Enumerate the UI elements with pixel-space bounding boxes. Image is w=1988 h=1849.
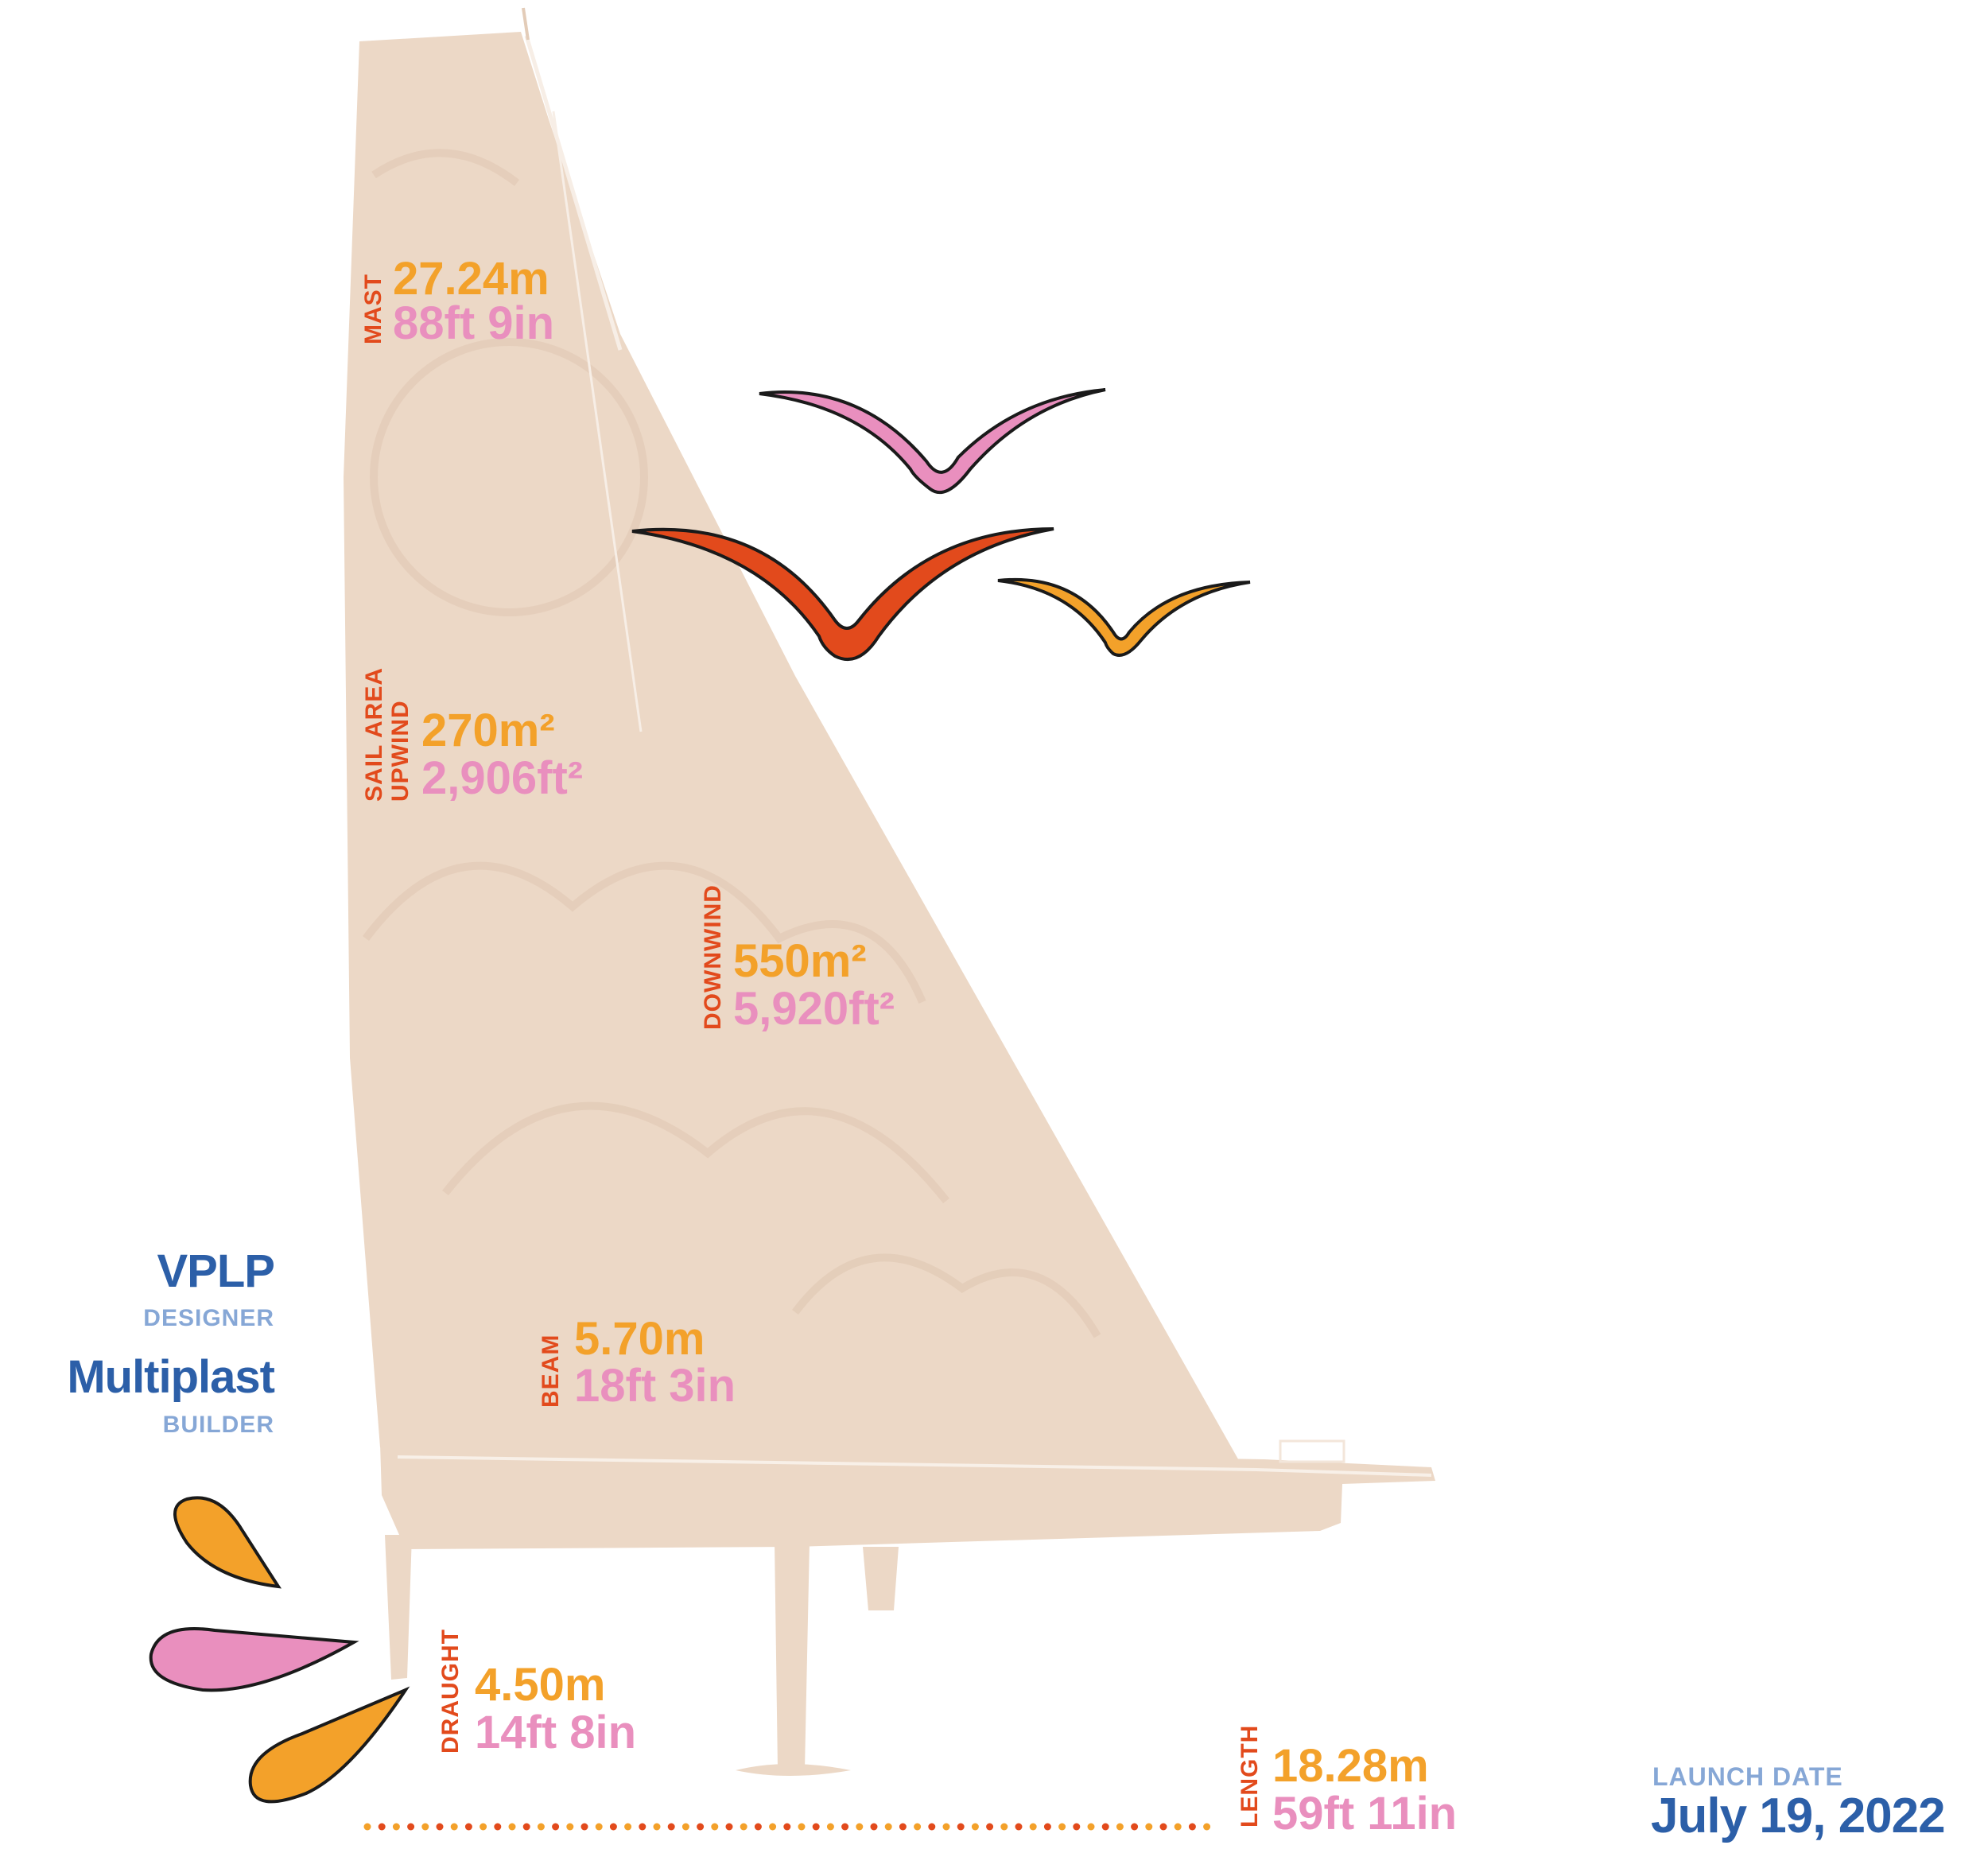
length-dot xyxy=(1174,1823,1182,1831)
length-label: LENGTH xyxy=(1237,1724,1263,1828)
draught-imperial: 14ft 8in xyxy=(475,1707,637,1758)
length-dot xyxy=(667,1823,675,1831)
length-dot xyxy=(971,1823,979,1831)
length-dot xyxy=(1203,1823,1211,1831)
length-imperial: 59ft 11in xyxy=(1272,1788,1458,1839)
length-dot xyxy=(928,1823,936,1831)
length-dot xyxy=(436,1823,444,1831)
launch-date-label: LAUNCH DATE xyxy=(1652,1762,1843,1791)
seagull-icon xyxy=(631,527,1054,661)
length-dot xyxy=(769,1823,777,1831)
length-dot xyxy=(595,1823,603,1831)
draught-label: DRAUGHT xyxy=(437,1629,464,1754)
designer-name: VPLP xyxy=(157,1245,275,1297)
length-dot xyxy=(740,1823,747,1831)
length-dot xyxy=(464,1823,472,1831)
length-dot xyxy=(494,1823,502,1831)
length-dot xyxy=(407,1823,415,1831)
length-dot xyxy=(870,1823,878,1831)
length-dot xyxy=(609,1823,617,1831)
downwind-label: DOWNWIND xyxy=(700,884,726,1030)
length-dot xyxy=(378,1823,386,1831)
length-dot xyxy=(566,1823,574,1831)
length-dot xyxy=(942,1823,950,1831)
length-dot xyxy=(1073,1823,1081,1831)
upwind-imperial: 2,906ft² xyxy=(421,752,584,804)
beam-imperial: 18ft 3in xyxy=(574,1360,736,1412)
length-dot xyxy=(1043,1823,1051,1831)
upwind-label: UPWIND xyxy=(387,700,414,802)
length-dot xyxy=(725,1823,733,1831)
length-dot xyxy=(1029,1823,1037,1831)
designer-role: DESIGNER xyxy=(143,1305,274,1331)
length-dot xyxy=(812,1823,820,1831)
water-drop-icon xyxy=(173,1496,282,1589)
beam-label: BEAM xyxy=(538,1334,564,1408)
rudder-shape xyxy=(385,1535,412,1680)
length-dot xyxy=(754,1823,762,1831)
length-metric: 18.28m xyxy=(1272,1740,1429,1792)
length-dot xyxy=(639,1823,646,1831)
water-drop-icon xyxy=(248,1686,410,1804)
length-dot xyxy=(826,1823,834,1831)
length-dot xyxy=(1188,1823,1196,1831)
length-dot xyxy=(798,1823,806,1831)
launch-date-value: July 19, 2022 xyxy=(1651,1789,1946,1843)
builder-role: BUILDER xyxy=(162,1412,274,1438)
sail-pattern xyxy=(363,149,1101,1338)
builder-name: Multiplast xyxy=(67,1351,275,1403)
length-dot xyxy=(363,1823,371,1831)
length-dot xyxy=(522,1823,530,1831)
downwind-metric: 550m² xyxy=(733,935,867,987)
length-dot xyxy=(537,1823,545,1831)
sail-area-label: SAIL AREA xyxy=(361,666,387,802)
mast-metric: 27.24m xyxy=(393,253,549,305)
length-dot xyxy=(1131,1823,1139,1831)
keel-bulb xyxy=(736,1764,851,1776)
length-dot xyxy=(1145,1823,1153,1831)
length-dot xyxy=(1058,1823,1066,1831)
length-dot xyxy=(856,1823,864,1831)
length-dot xyxy=(783,1823,791,1831)
seagull-icon xyxy=(997,577,1251,657)
length-dot xyxy=(552,1823,560,1831)
length-dot xyxy=(480,1823,487,1831)
length-dotted-line xyxy=(363,1823,1211,1831)
length-dot xyxy=(957,1823,965,1831)
length-dot xyxy=(681,1823,689,1831)
length-dot xyxy=(1000,1823,1008,1831)
length-dot xyxy=(884,1823,892,1831)
length-dot xyxy=(450,1823,458,1831)
upwind-metric: 270m² xyxy=(421,705,555,756)
downwind-imperial: 5,920ft² xyxy=(733,983,895,1035)
length-dot xyxy=(1101,1823,1109,1831)
mast-imperial: 88ft 9in xyxy=(393,297,555,349)
length-dot xyxy=(899,1823,907,1831)
keel-shape xyxy=(775,1543,810,1769)
length-dot xyxy=(392,1823,400,1831)
mast-label: MAST xyxy=(360,274,386,344)
beam-metric: 5.70m xyxy=(574,1313,705,1365)
length-dot xyxy=(624,1823,632,1831)
length-dot xyxy=(914,1823,922,1831)
length-dot xyxy=(580,1823,588,1831)
draught-metric: 4.50m xyxy=(475,1659,606,1711)
length-dot xyxy=(1159,1823,1167,1831)
length-dot xyxy=(697,1823,705,1831)
length-dot xyxy=(986,1823,994,1831)
length-dot xyxy=(841,1823,849,1831)
length-dot xyxy=(1015,1823,1023,1831)
water-drop-icon xyxy=(149,1627,359,1692)
length-dot xyxy=(508,1823,516,1831)
length-dot xyxy=(421,1823,429,1831)
length-dot xyxy=(653,1823,661,1831)
length-dot xyxy=(1087,1823,1095,1831)
length-dot xyxy=(1116,1823,1124,1831)
length-dot xyxy=(711,1823,719,1831)
seagull-icon xyxy=(759,388,1106,494)
